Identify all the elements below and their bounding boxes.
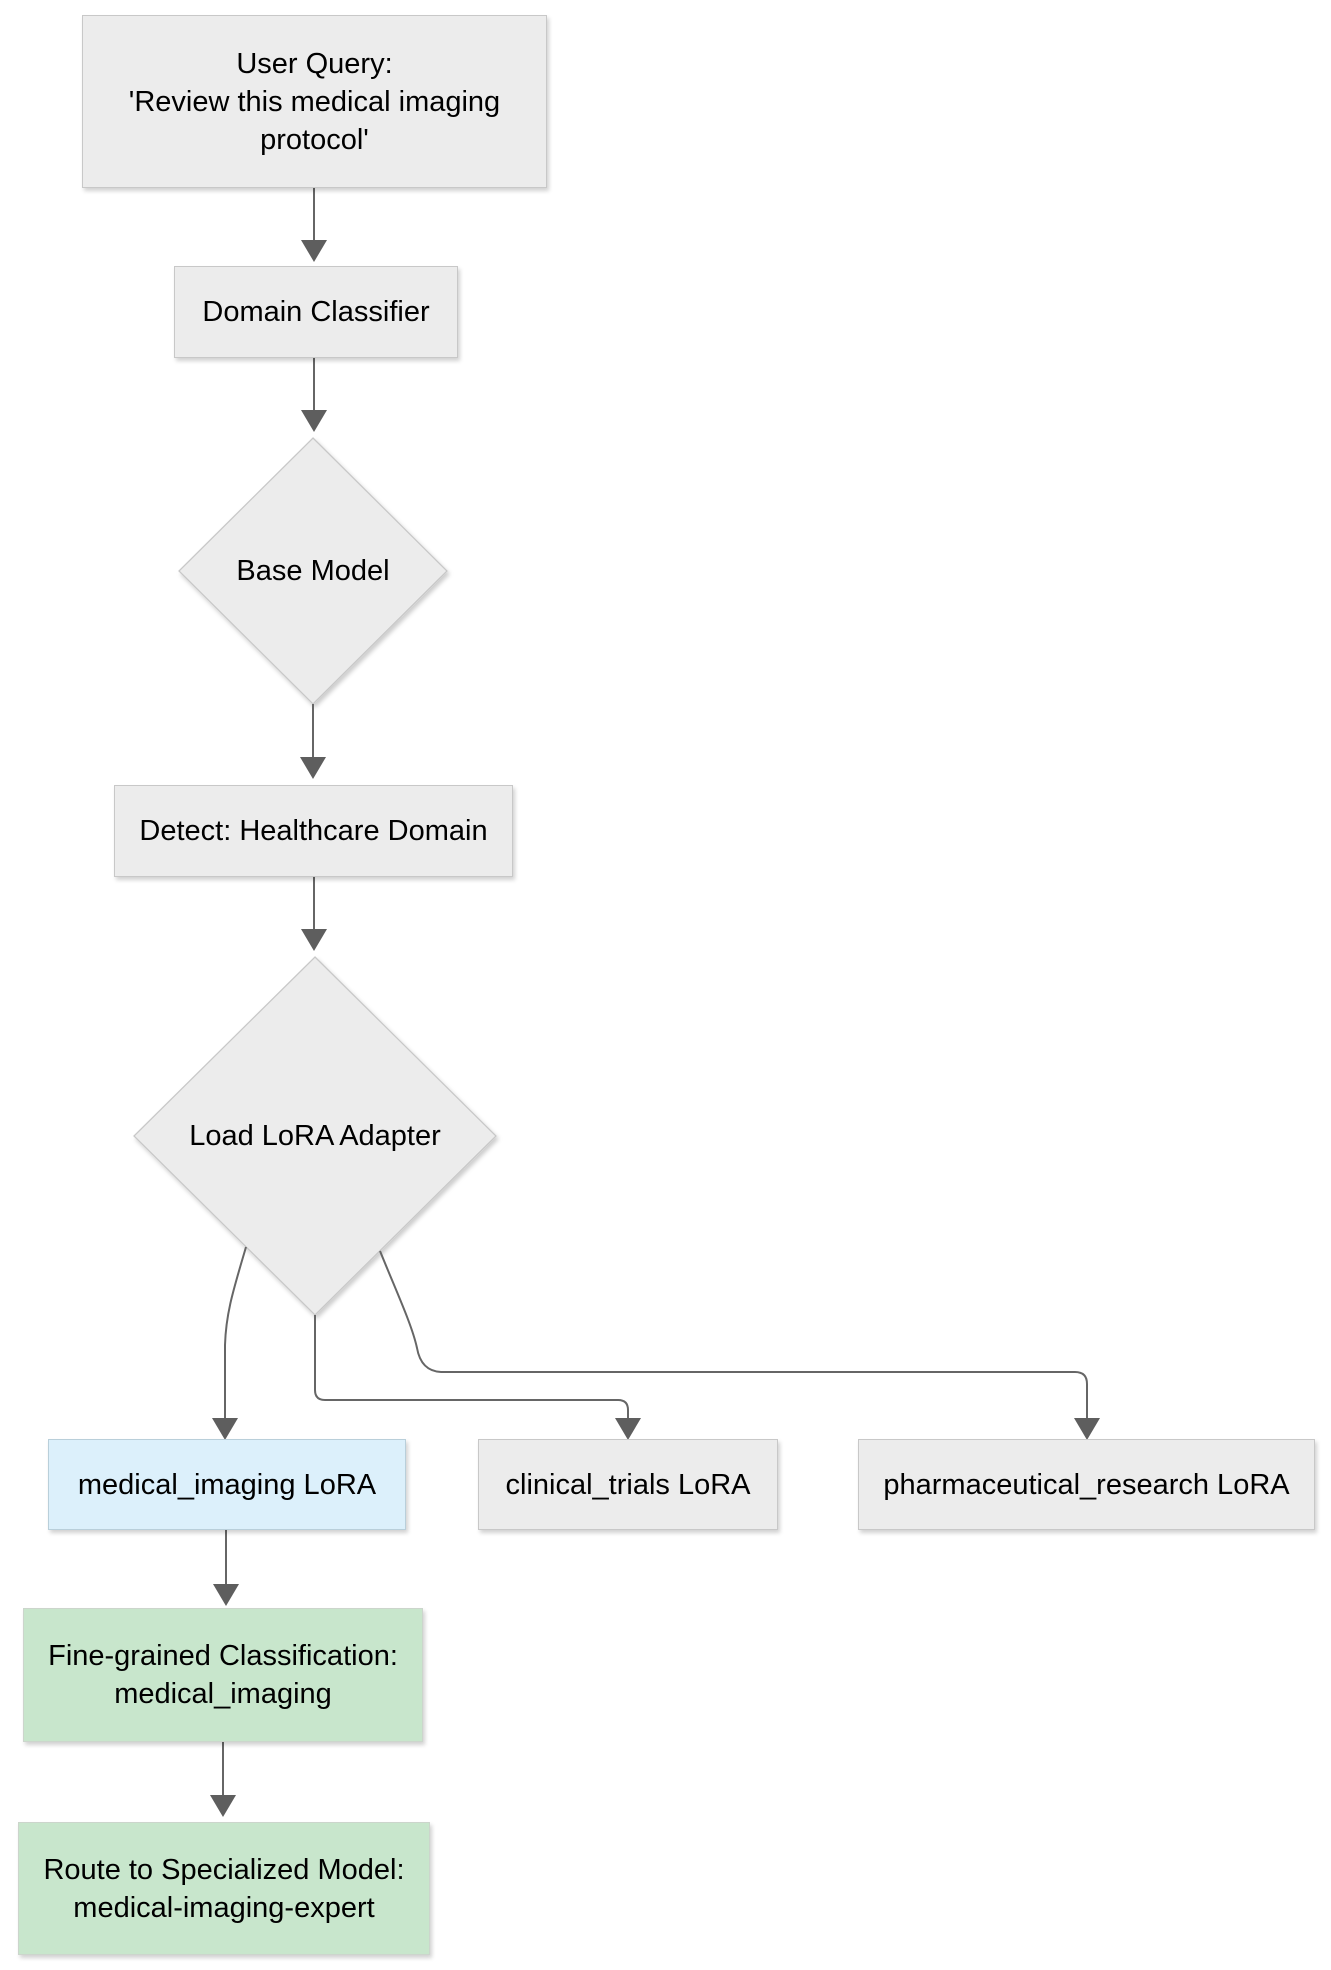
edge-domain-classifier-arrowhead bbox=[301, 410, 327, 432]
node-user-query: User Query: 'Review this medical imaging… bbox=[82, 15, 547, 188]
node-route-to-specialized-model: Route to Specialized Model: medical-imag… bbox=[18, 1822, 430, 1955]
edge-pharmaceutical-research-arrowhead bbox=[1074, 1418, 1100, 1440]
edge-fine-grained-arrowhead bbox=[213, 1584, 239, 1606]
node-detect-healthcare-domain: Detect: Healthcare Domain bbox=[114, 785, 513, 877]
node-medical-imaging-lora: medical_imaging LoRA bbox=[48, 1439, 406, 1530]
node-pharmaceutical-research-lora: pharmaceutical_research LoRA bbox=[858, 1439, 1315, 1530]
edge-medical-imaging-arrowhead bbox=[212, 1418, 238, 1440]
edge-clinical-trials-arrowhead bbox=[615, 1418, 641, 1440]
edge-load-lora-to-clinical-trials bbox=[314, 1315, 629, 1419]
edge-user-query-arrowhead bbox=[301, 240, 327, 262]
node-domain-classifier: Domain Classifier bbox=[174, 266, 458, 358]
node-clinical-trials-lora: clinical_trials LoRA bbox=[478, 1439, 778, 1530]
edge-detect-arrowhead bbox=[301, 929, 327, 951]
edge-load-lora-to-pharmaceutical-research bbox=[379, 1250, 1088, 1419]
edge-route-arrowhead bbox=[210, 1795, 236, 1817]
edge-load-lora-to-medical-imaging bbox=[224, 1246, 247, 1419]
edge-base-model-arrowhead bbox=[300, 757, 326, 779]
node-load-lora-adapter-label: Load LoRA Adapter bbox=[189, 1120, 441, 1152]
node-base-model-label: Base Model bbox=[236, 555, 390, 587]
node-fine-grained-classification: Fine-grained Classification: medical_ima… bbox=[23, 1608, 423, 1742]
